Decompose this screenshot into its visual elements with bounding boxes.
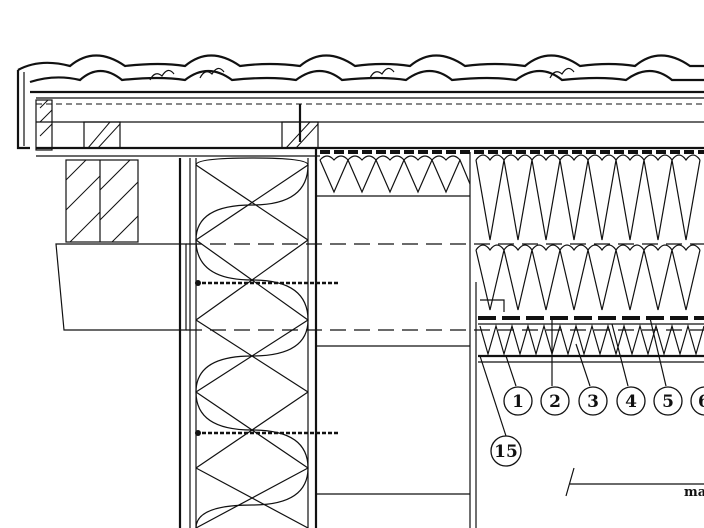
leader-lines: [479, 317, 667, 437]
callout-2-label: 2: [549, 392, 561, 412]
callout-4: 4: [616, 386, 646, 416]
battens: [35, 99, 704, 157]
inner-leaf: [316, 152, 477, 528]
callout-5-label: 5: [662, 392, 674, 412]
callout-1-label: 1: [512, 392, 524, 412]
callout-15-label: 15: [494, 442, 518, 462]
scale-label: ma: [684, 485, 704, 500]
callout-3: 3: [578, 386, 608, 416]
ceiling-layers: [478, 299, 704, 363]
callout-1: 1: [503, 386, 533, 416]
callout-6: 6: [690, 386, 704, 416]
callout-4-label: 4: [625, 392, 637, 412]
roof-insulation: [186, 154, 704, 331]
callout-6-label: 6: [698, 392, 704, 412]
callout-5: 5: [653, 386, 683, 416]
roof-tiles: [16, 54, 704, 150]
callout-15: 15: [490, 435, 522, 467]
callout-3-label: 3: [587, 392, 599, 412]
wall-section: [178, 148, 340, 528]
callout-2: 2: [540, 386, 570, 416]
timber-blocks: [55, 159, 187, 331]
scale-marker: ma: [565, 467, 704, 500]
